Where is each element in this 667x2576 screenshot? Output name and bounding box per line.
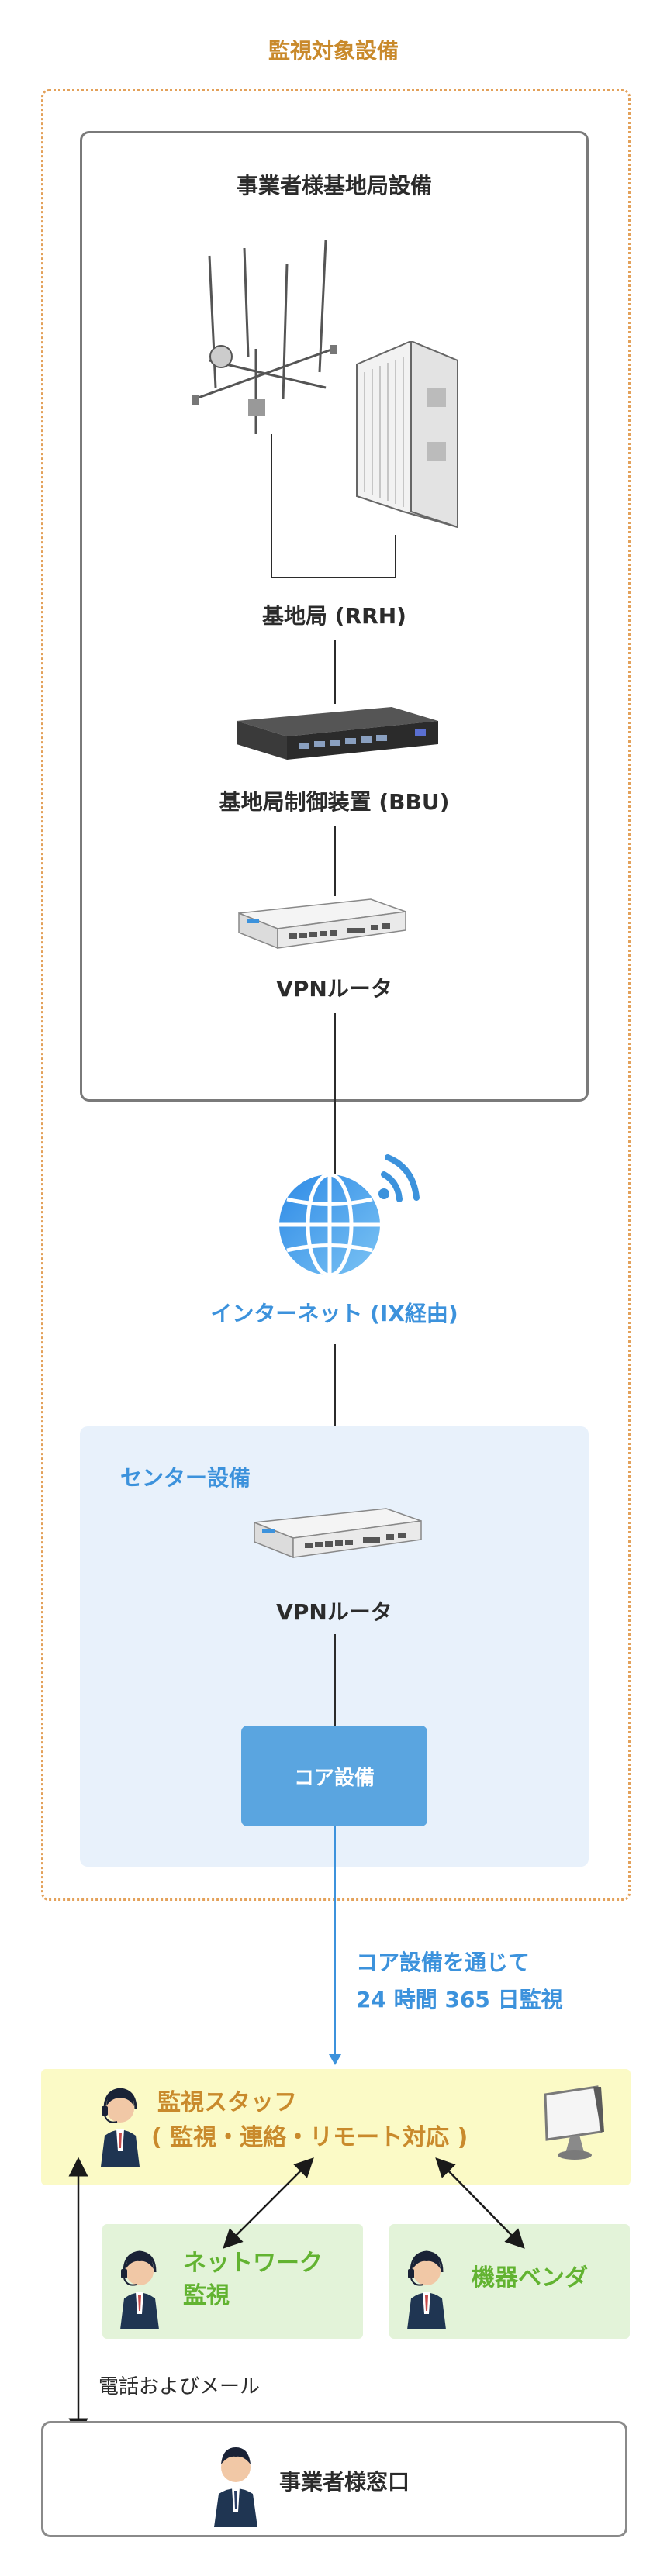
connector-line [271,577,396,578]
core-equipment-box: コア設備 [241,1726,427,1826]
connector-line [334,640,336,704]
contact-note: 電話およびメール [98,2375,261,2398]
customer-contact-box [41,2421,627,2537]
internet-label: インターネット (IX経由) [210,1301,458,1326]
customer-label: 事業者様窓口 [279,2469,410,2495]
connector-line [334,1634,336,1726]
monitoring-arrow-line [334,1826,336,2059]
connector-line [334,1344,336,1507]
connector-line [395,535,396,578]
connector-line [334,826,336,896]
bbu-device-icon [229,705,442,764]
connection-arrows [0,2155,667,2434]
operator-headset-icon [403,2244,450,2329]
center-router-label: VPNルータ [276,1599,392,1625]
diagram-title: 監視対象設備 [268,38,399,64]
operator-headset-icon [97,2081,143,2167]
person-icon [211,2438,261,2527]
station-title: 事業者様基地局設備 [236,173,432,198]
monitored-equipment-frame [41,89,631,1901]
monitoring-note-line1: コア設備を通じて [356,1950,530,1975]
connector-line [271,434,272,578]
network-monitor-line1: ネットワーク [183,2250,323,2277]
vendor-label: 機器ベンダ [472,2264,588,2292]
connector-line [334,1013,336,1191]
bbu-label: 基地局制御装置 (BBU) [219,789,450,815]
operator-headset-icon [116,2244,163,2329]
globe-wifi-icon [268,1151,423,1283]
monitor-icon [539,2085,609,2163]
router-icon [231,898,410,952]
antenna-icon [178,233,349,434]
rrh-label: 基地局 (RRH) [262,603,406,629]
center-title: センター設備 [120,1465,251,1491]
station-router-label: VPNルータ [276,976,392,1002]
arrow-head-icon [329,2054,341,2067]
router-icon [247,1507,425,1561]
staff-subtitle: ( 監視・連絡・リモート対応 ) [151,2124,468,2151]
staff-title: 監視スタッフ [157,2089,297,2116]
monitoring-note-line2: 24 時間 365 日監視 [356,1987,563,2012]
network-monitor-line2: 監視 [183,2282,230,2309]
rack-cabinet-icon [349,341,465,535]
